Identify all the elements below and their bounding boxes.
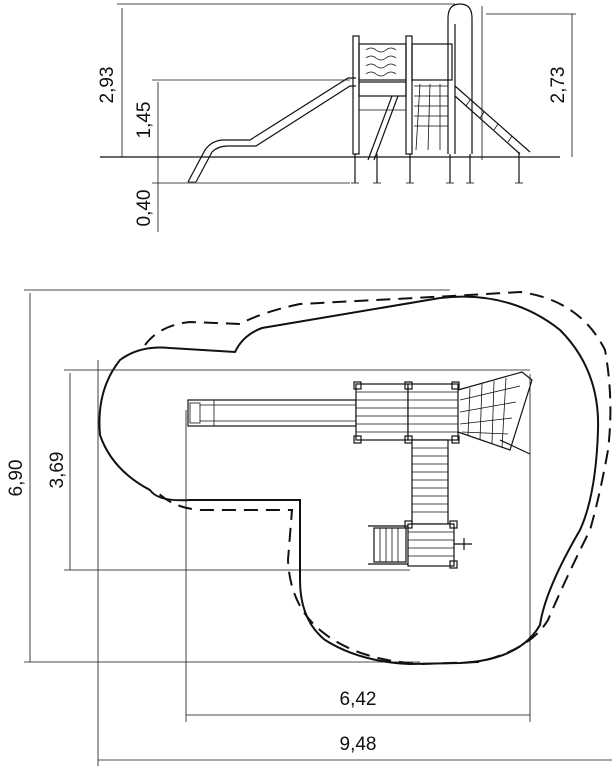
dimension-rear-height: 2,73	[481, 6, 576, 160]
dim-label-depth-total: 6,90	[6, 460, 27, 497]
net-tower-side	[411, 3, 474, 184]
dim-label-width-total: 9,48	[340, 734, 377, 755]
dimension-width-structure: 6,42	[185, 374, 531, 722]
dim-label-total-height: 2,93	[97, 67, 118, 104]
dimension-depth-total: 6,90	[6, 289, 450, 663]
dim-label-depth-structure: 3,69	[47, 452, 68, 489]
dim-label-foundation-depth: 0,40	[134, 190, 155, 227]
bridge-plan	[411, 439, 449, 525]
platform-bottom-plan	[368, 520, 472, 569]
safety-zone-solid	[98, 295, 600, 666]
safety-zone-dashed	[144, 290, 612, 666]
dimension-width-total: 9,48	[97, 360, 612, 766]
dim-label-platform-height: 1,45	[134, 102, 155, 139]
platform-left-plan	[353, 381, 409, 444]
slide-side	[187, 77, 356, 183]
dimension-platform-height: 1,45	[134, 79, 350, 157]
dimension-foundation-depth: 0,40	[134, 157, 350, 232]
climbing-ramp-side	[454, 85, 531, 184]
side-elevation-view: 2,93 1,45 0,40 2,73	[97, 3, 576, 232]
dim-label-width-structure: 6,42	[340, 689, 377, 710]
platform-right-plan	[404, 381, 460, 444]
plan-view: 6,90 3,69 6,42 9,48	[6, 289, 612, 766]
tower-side	[351, 35, 414, 184]
dimension-depth-structure: 3,69	[47, 369, 530, 571]
climbing-net-plan	[457, 371, 533, 455]
slide-plan	[187, 399, 357, 427]
dimension-total-height: 2,93	[97, 3, 455, 157]
dim-label-rear-height: 2,73	[548, 67, 569, 104]
